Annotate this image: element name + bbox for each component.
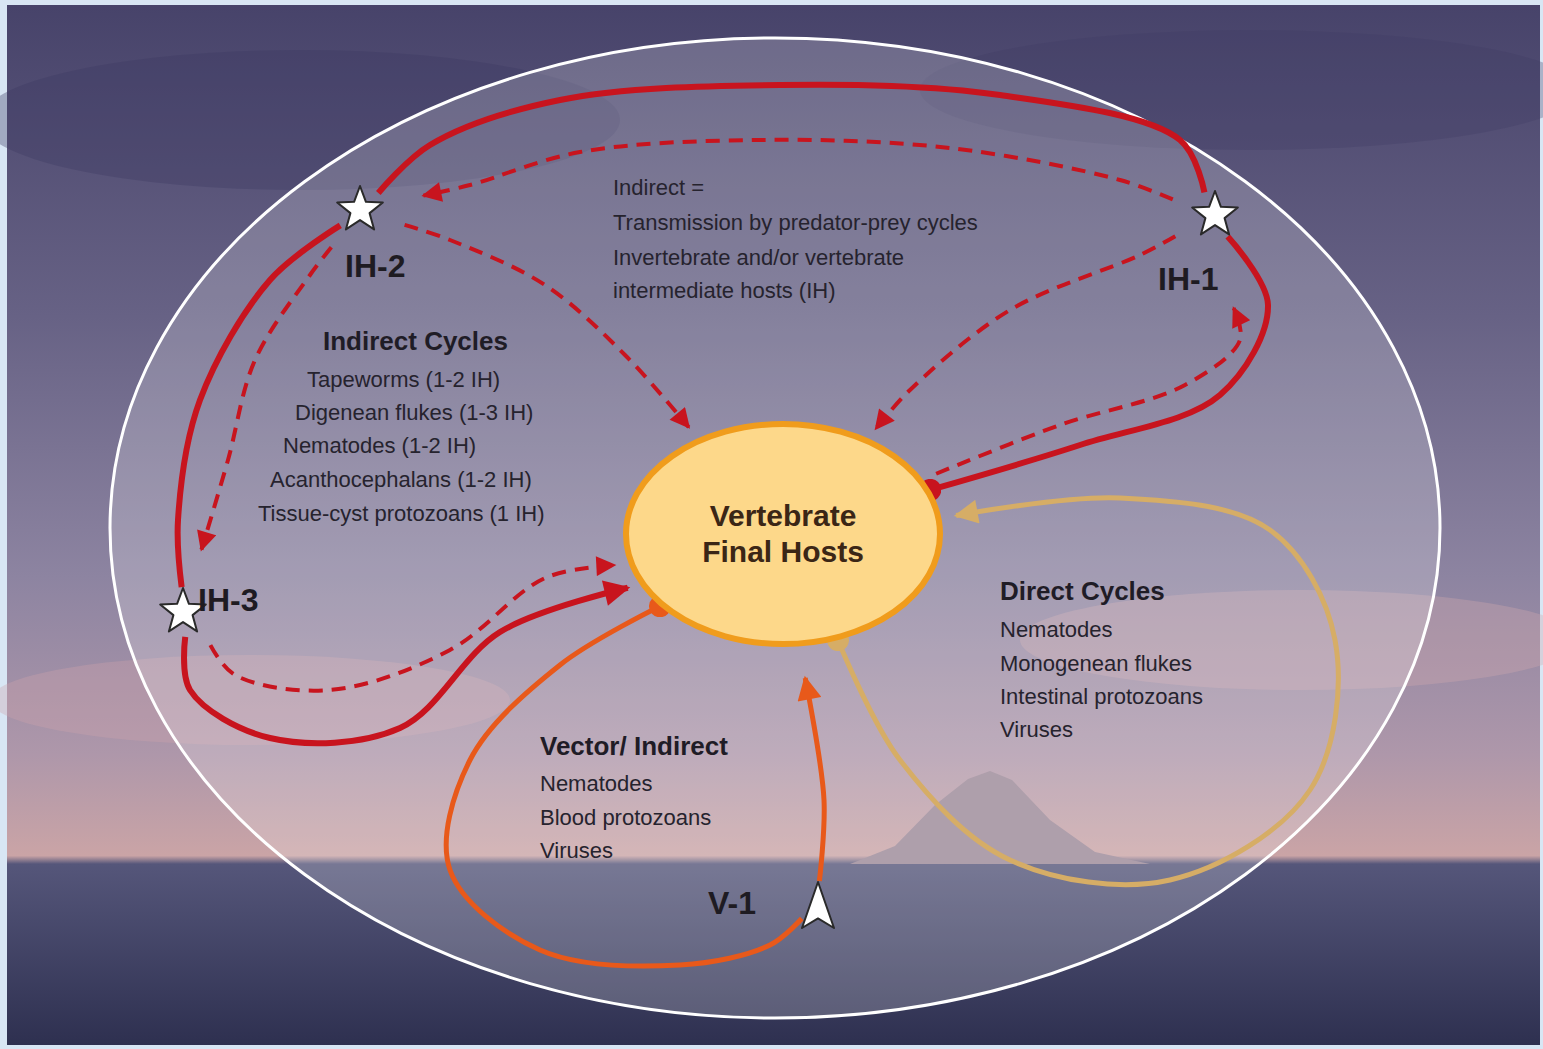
group-heading: Indirect Cycles <box>323 326 508 357</box>
label-slot: Vector/ Indirect <box>540 731 728 762</box>
outer-ellipse <box>110 38 1440 1018</box>
final-host-ellipse: Vertebrate Final Hosts <box>623 421 943 647</box>
label-slot: Monogenean flukes <box>1000 651 1192 677</box>
star-symbol <box>337 186 383 229</box>
star-outline <box>1190 190 1240 240</box>
list-item: Acanthocephalans (1-2 IH) <box>270 467 532 493</box>
list-item: Tapeworms (1-2 IH) <box>307 367 500 393</box>
list-item: Viruses <box>540 838 613 864</box>
label-slot: Acanthocephalans (1-2 IH) <box>270 467 532 493</box>
list-item: Nematodes <box>540 771 653 797</box>
note-text: Transmission by predator-prey cycles <box>613 210 978 236</box>
label-slot: Intestinal protozoans <box>1000 684 1203 710</box>
solid-cycle-arrow <box>930 237 1268 490</box>
group-heading: Direct Cycles <box>1000 576 1165 607</box>
star-symbol <box>1192 191 1238 234</box>
solid-cycle-arrow <box>378 85 1204 193</box>
list-item: Nematodes (1-2 IH) <box>283 433 476 459</box>
label-slot: Viruses <box>540 838 613 864</box>
star-outline <box>335 185 385 235</box>
label-slot: Blood protozoans <box>540 805 711 831</box>
node-tag: IH-3 <box>198 581 258 619</box>
ellipse-outline <box>623 421 943 647</box>
label-slot: Nematodes (1-2 IH) <box>283 433 476 459</box>
list-item: Viruses <box>1000 717 1073 743</box>
list-item: Digenean flukes (1-3 IH) <box>295 400 533 426</box>
vec-cycle-arrow <box>446 606 802 966</box>
node-tag: IH-2 <box>345 247 405 285</box>
group-heading: Vector/ Indirect <box>540 731 728 762</box>
label-slot: Viruses <box>1000 717 1073 743</box>
label-slot: Direct Cycles <box>1000 576 1165 607</box>
label-slot: Transmission by predator-prey cycles <box>613 210 978 236</box>
list-item: Blood protozoans <box>540 805 711 831</box>
note-text: Indirect = <box>613 175 704 201</box>
list-item: Intestinal protozoans <box>1000 684 1203 710</box>
list-item: Monogenean flukes <box>1000 651 1192 677</box>
connector-group <box>178 85 1339 966</box>
label-slot: Digenean flukes (1-3 IH) <box>295 400 533 426</box>
dash-cycle-arrow <box>876 236 1175 429</box>
vector-arrowhead <box>802 882 834 928</box>
ellipse-fill <box>626 424 940 644</box>
label-slot: Invertebrate and/or vertebrate intermedi… <box>613 241 1013 307</box>
label-slot: Nematodes <box>1000 617 1113 643</box>
node-tag: IH-1 <box>1158 260 1218 298</box>
node-tag: V-1 <box>708 884 756 922</box>
host-star: IH-2 <box>335 185 385 235</box>
vec-cycle-arrow <box>805 678 824 881</box>
dash-cycle-arrow <box>936 308 1241 474</box>
list-item: Tissue-cyst protozoans (1 IH) <box>258 501 545 527</box>
label-slot: Tissue-cyst protozoans (1 IH) <box>258 501 545 527</box>
label-slot: Indirect = <box>613 175 704 201</box>
host-star: IH-3 <box>158 587 208 637</box>
label-slot: Indirect Cycles <box>323 326 508 357</box>
tri-outline <box>801 881 835 929</box>
vector-marker: V-1 <box>801 881 835 929</box>
host-star: IH-1 <box>1190 190 1240 240</box>
label-slot: Tapeworms (1-2 IH) <box>307 367 500 393</box>
list-item: Nematodes <box>1000 617 1113 643</box>
label-slot: Nematodes <box>540 771 653 797</box>
note-text: Invertebrate and/or vertebrate intermedi… <box>613 241 1013 307</box>
node-title: Vertebrate Final Hosts <box>683 498 883 570</box>
dash-cycle-arrow <box>423 140 1172 200</box>
